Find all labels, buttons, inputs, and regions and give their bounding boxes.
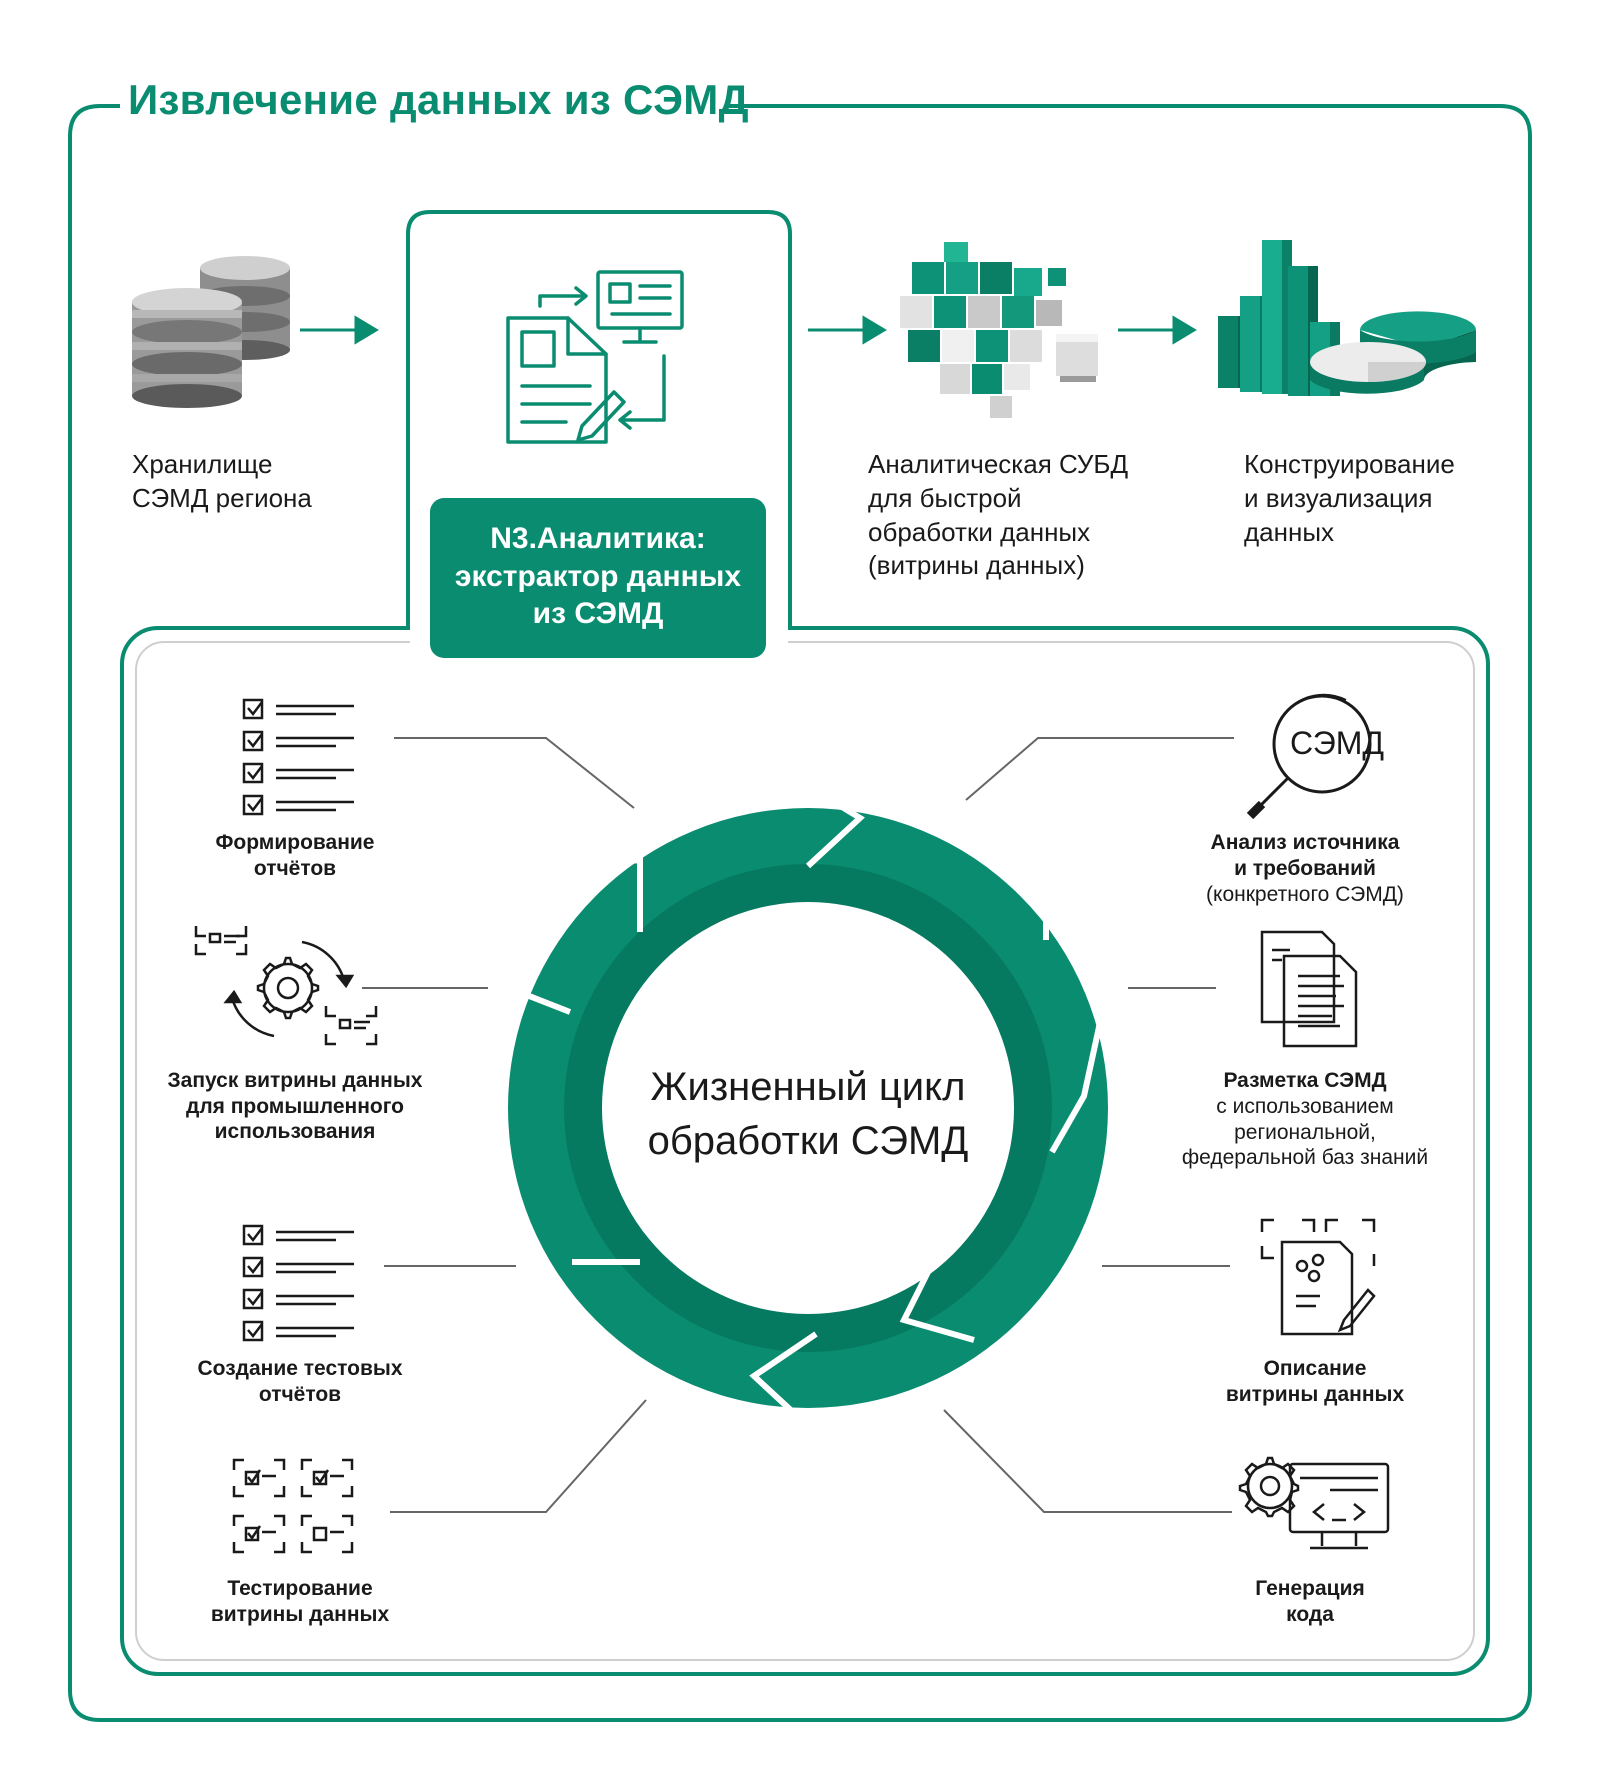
magnifier-icon [1246,693,1372,820]
documents-icon [1260,930,1358,1048]
step-description-label: Описание витрины данных [1225,1357,1405,1406]
page-title: Извлечение данных из СЭМД [128,76,749,123]
step-launch-label: Запуск витрины данных для промышленного … [167,1069,423,1144]
step-test-reports-label: Создание тестовых отчётов [197,1357,403,1406]
step-analysis-label: Анализ источника и требований [1210,831,1400,880]
flow-arrow-2 [808,315,887,345]
extractor-tag [430,498,766,658]
dbms-label: Аналитическая СУБД для быстрой обработки… [868,449,1129,581]
extractor-tag-label: N3.Аналитика: экстрактор данных из СЭМД [454,522,742,630]
database-icon [132,256,290,408]
flow-arrow-3 [1118,315,1197,345]
step-codegen-label: Генерация кода [1255,1577,1365,1626]
step-analysis-sublabel: (конкретного СЭМД) [1206,883,1404,906]
gear-cycle-icon [194,926,378,1046]
connector-lines [362,737,1234,1513]
code-monitor-icon [1238,1456,1390,1550]
cube-cluster-icon [900,242,1098,418]
document-transfer-icon [506,270,684,444]
step-markup-label: Разметка СЭМД [1223,1069,1387,1092]
visualization-label: Конструирование и визуализация данных [1244,449,1455,547]
outer-frame [68,104,1532,1722]
step-reports-label: Формирование отчётов [215,831,375,880]
storage-label: Хранилище СЭМД региона [132,449,312,513]
lifecycle-ring [508,808,1108,1408]
cycle-panel-frame [120,626,1490,1676]
checklist-icon [242,698,354,816]
checklist-icon [242,1224,354,1342]
lifecycle-ring-segments [503,765,1107,1429]
flow-arrow-1 [300,315,379,345]
bar-pie-chart-icon [1218,240,1476,396]
cycle-center-label: Жизненный цикл обработки СЭМД [647,1065,969,1163]
magnifier-icon-text: СЭМД [1290,725,1385,761]
test-grid-icon [232,1458,354,1554]
document-edit-icon [1260,1218,1376,1336]
step-markup-sublabel: с использованием региональной, федеральн… [1181,1095,1429,1170]
step-testing-label: Тестирование витрины данных [210,1577,390,1626]
